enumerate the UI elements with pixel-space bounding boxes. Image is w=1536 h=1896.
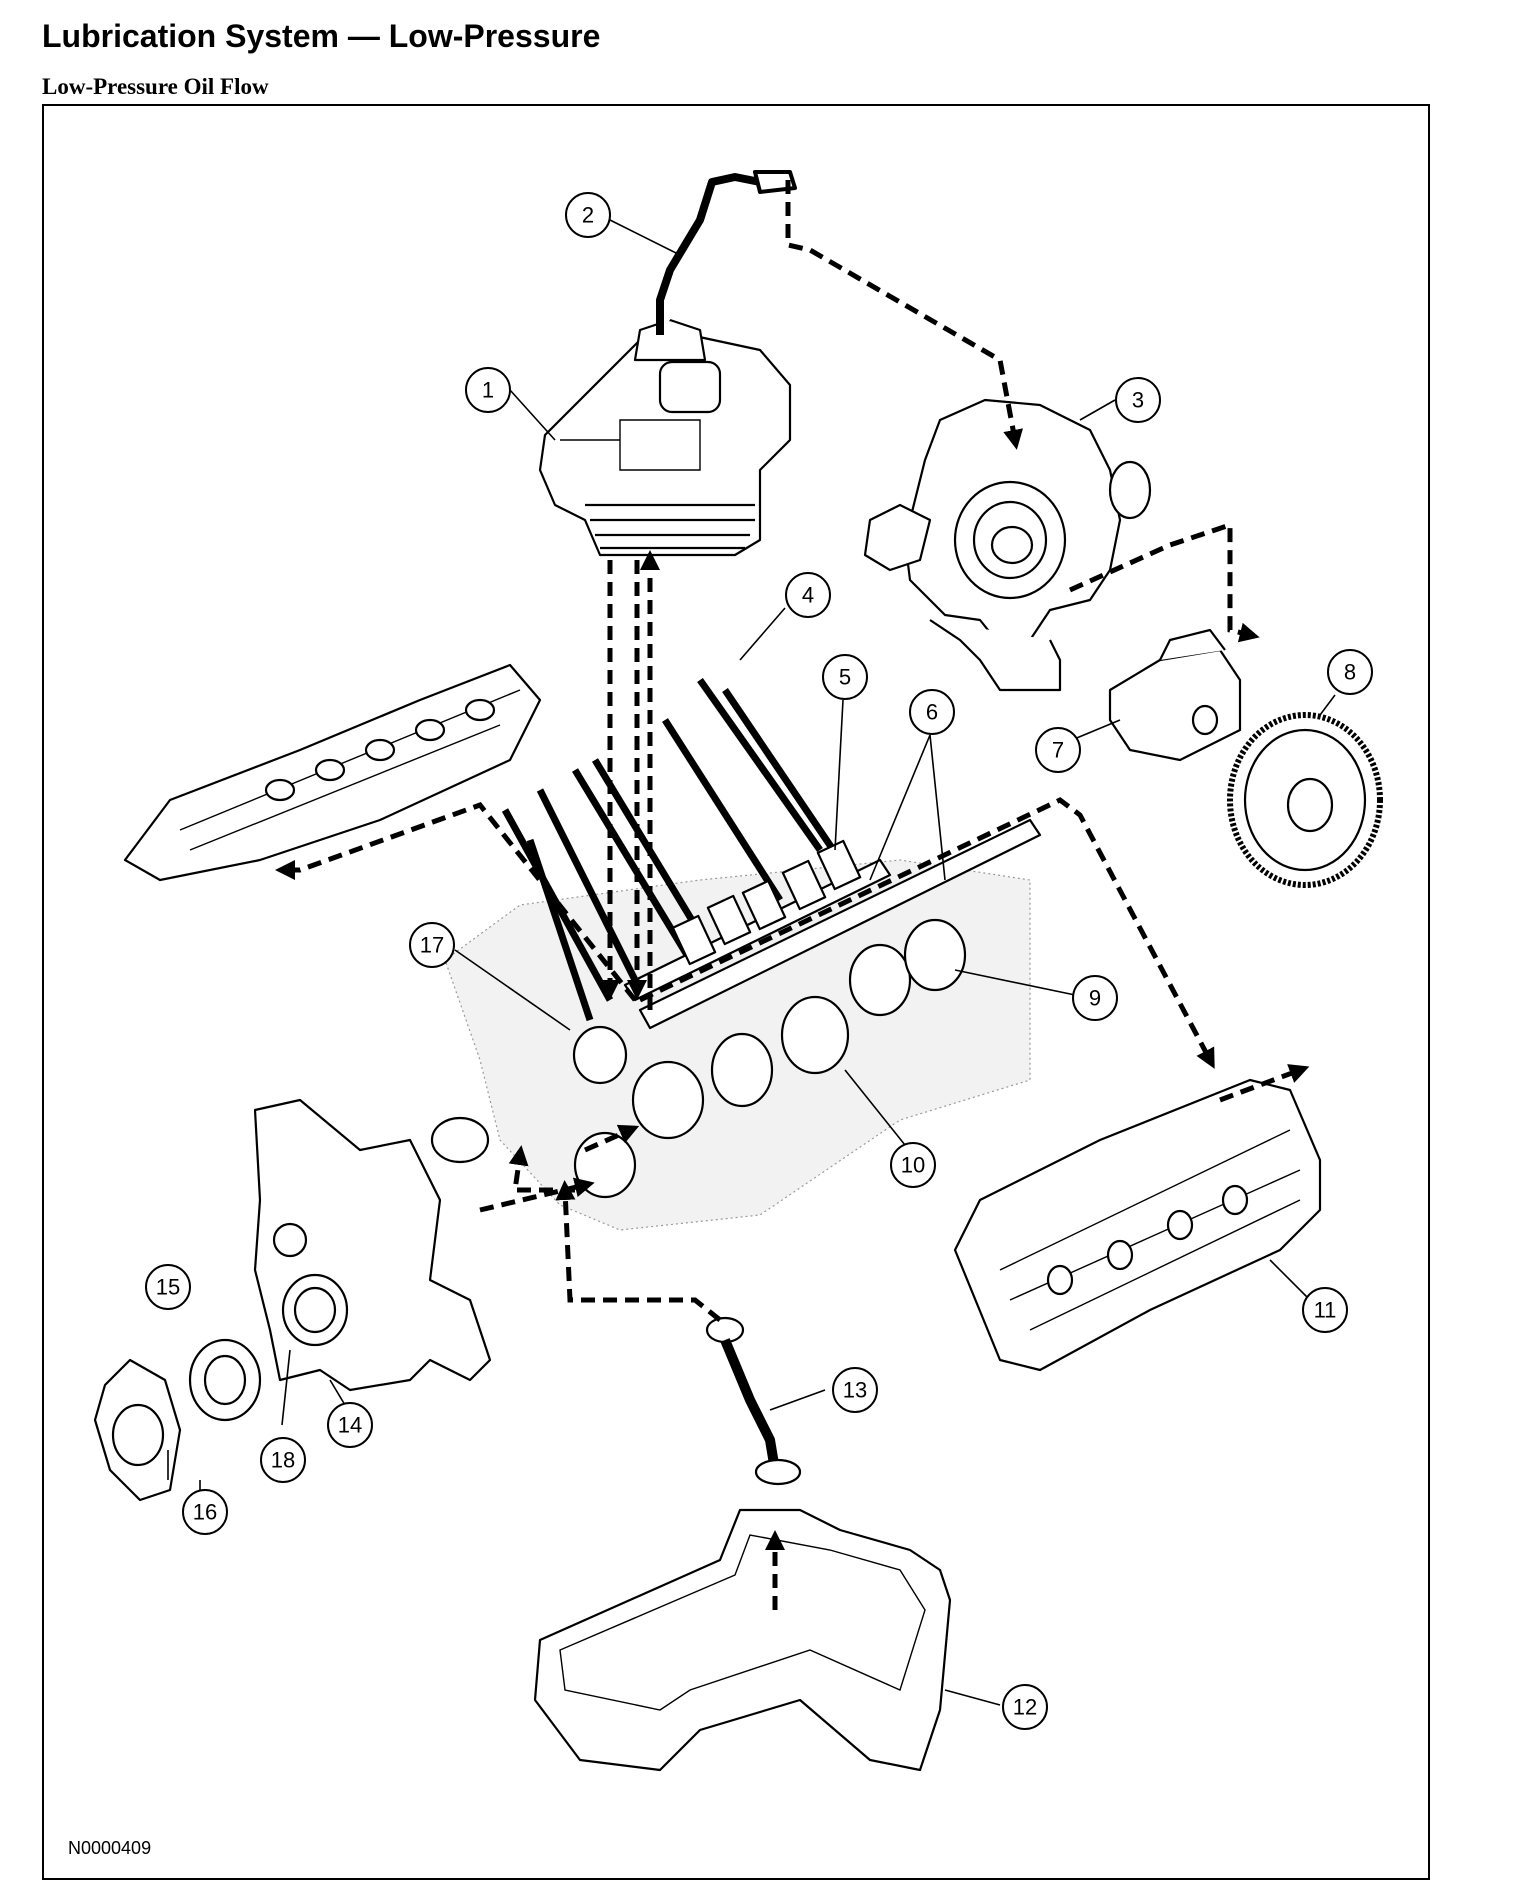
callout-18: 18	[260, 1437, 306, 1483]
callout-7: 7	[1035, 727, 1081, 773]
figure-id: N0000409	[68, 1838, 152, 1858]
oil-pump-cover	[93, 1358, 182, 1502]
cylinder-head-left	[123, 663, 542, 882]
callout-leaders	[167, 219, 1336, 1706]
svg-text:11: 11	[1314, 1298, 1337, 1323]
rocker-arms	[671, 839, 862, 966]
svg-text:10: 10	[901, 1153, 925, 1178]
svg-text:8: 8	[1344, 660, 1356, 685]
svg-text:1: 1	[482, 378, 494, 403]
callout-4: 4	[785, 572, 831, 618]
callout-10: 10	[890, 1142, 936, 1188]
oil-pickup-tube	[705, 1316, 802, 1486]
svg-text:12: 12	[1013, 1695, 1037, 1720]
front-cover	[253, 1098, 492, 1392]
callout-8: 8	[1327, 649, 1373, 695]
page-subtitle: Low-Pressure Oil Flow	[42, 74, 269, 99]
oil-flow-paths	[275, 180, 1310, 1610]
callout-6: 6	[909, 689, 955, 735]
svg-text:3: 3	[1132, 388, 1144, 413]
oil-pan	[533, 1508, 952, 1772]
callout-9: 9	[1072, 975, 1118, 1021]
svg-text:18: 18	[271, 1448, 295, 1473]
callout-12: 12	[1002, 1684, 1048, 1730]
svg-text:14: 14	[338, 1413, 362, 1438]
callout-14: 14	[327, 1402, 373, 1448]
turbocharger-oil-supply-tube	[656, 170, 797, 335]
figure-frame	[42, 104, 1430, 1880]
oil-filter-cooler-assembly	[538, 318, 792, 557]
callout-5: 5	[822, 654, 868, 700]
svg-text:16: 16	[193, 1500, 217, 1525]
high-pressure-oil-pump	[1108, 628, 1242, 762]
svg-text:13: 13	[843, 1378, 867, 1403]
callout-3: 3	[1115, 377, 1161, 423]
svg-text:4: 4	[802, 583, 814, 608]
callout-11: 11	[1302, 1287, 1348, 1333]
high-pressure-pump-gear	[1227, 712, 1383, 888]
callout-17: 17	[409, 922, 455, 968]
callout-16: 16	[182, 1489, 228, 1535]
callout-2: 2	[565, 192, 611, 238]
main-bearings	[631, 918, 967, 1140]
svg-text:15: 15	[156, 1275, 180, 1300]
cylinder-head	[953, 1078, 1322, 1372]
turbocharger	[863, 398, 1152, 692]
page-title: Lubrication System — Low-Pressure	[42, 18, 601, 54]
svg-text:7: 7	[1052, 738, 1064, 763]
svg-text:5: 5	[839, 665, 851, 690]
svg-text:9: 9	[1089, 986, 1101, 1011]
callout-15: 15	[145, 1264, 191, 1310]
svg-text:2: 2	[582, 203, 594, 228]
svg-text:17: 17	[420, 933, 444, 958]
svg-text:6: 6	[926, 700, 938, 725]
oil-pump-gerotor	[188, 1338, 262, 1422]
callout-13: 13	[832, 1367, 878, 1413]
callout-1: 1	[465, 367, 511, 413]
